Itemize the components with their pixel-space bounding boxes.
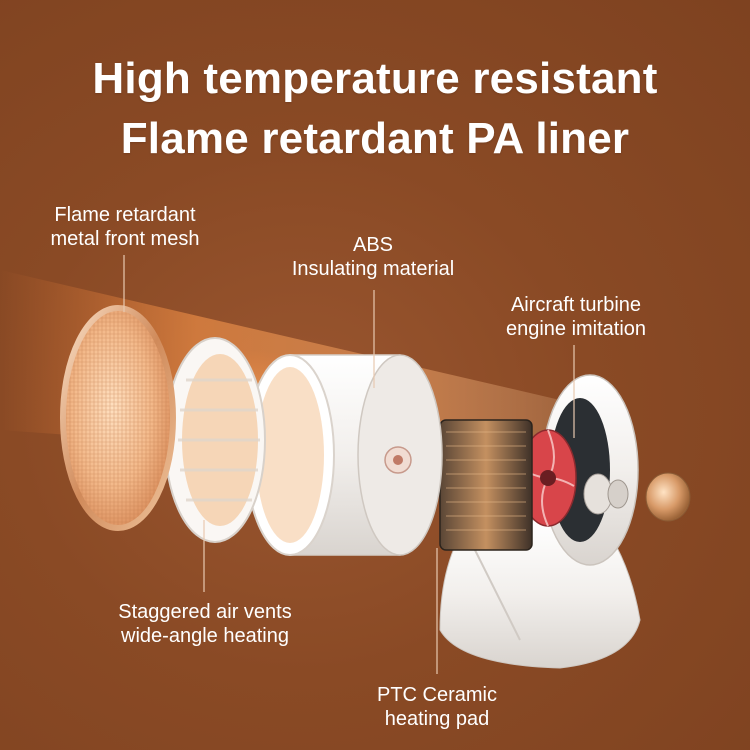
control-knob-shape bbox=[645, 472, 691, 522]
callout-turbine-line-2: engine imitation bbox=[505, 318, 647, 340]
callout-ptc-line-2: heating pad bbox=[384, 708, 490, 730]
callout-turbine-line-1: Aircraft turbine bbox=[510, 294, 642, 316]
headline-line-2: Flame retardant PA liner bbox=[120, 114, 630, 163]
callout-front-mesh: Flame retardant metal front mesh bbox=[30, 203, 220, 251]
callout-front-mesh-line-2: metal front mesh bbox=[50, 228, 200, 250]
callout-air-vents-line-2: wide-angle heating bbox=[121, 625, 289, 647]
callout-abs-line-2: Insulating material bbox=[291, 258, 455, 280]
callout-abs: ABS Insulating material bbox=[268, 233, 478, 281]
callout-ptc: PTC Ceramic heating pad bbox=[352, 683, 522, 731]
callout-air-vents-line-1: Staggered air vents bbox=[118, 601, 292, 623]
callout-abs-line-1: ABS bbox=[352, 234, 394, 256]
headline-line-1: High temperature resistant bbox=[92, 54, 658, 103]
callout-air-vents: Staggered air vents wide-angle heating bbox=[100, 600, 310, 648]
callout-ptc-line-1: PTC Ceramic bbox=[376, 684, 497, 706]
callout-turbine: Aircraft turbine engine imitation bbox=[482, 293, 670, 341]
callout-front-mesh-line-1: Flame retardant bbox=[54, 204, 196, 226]
